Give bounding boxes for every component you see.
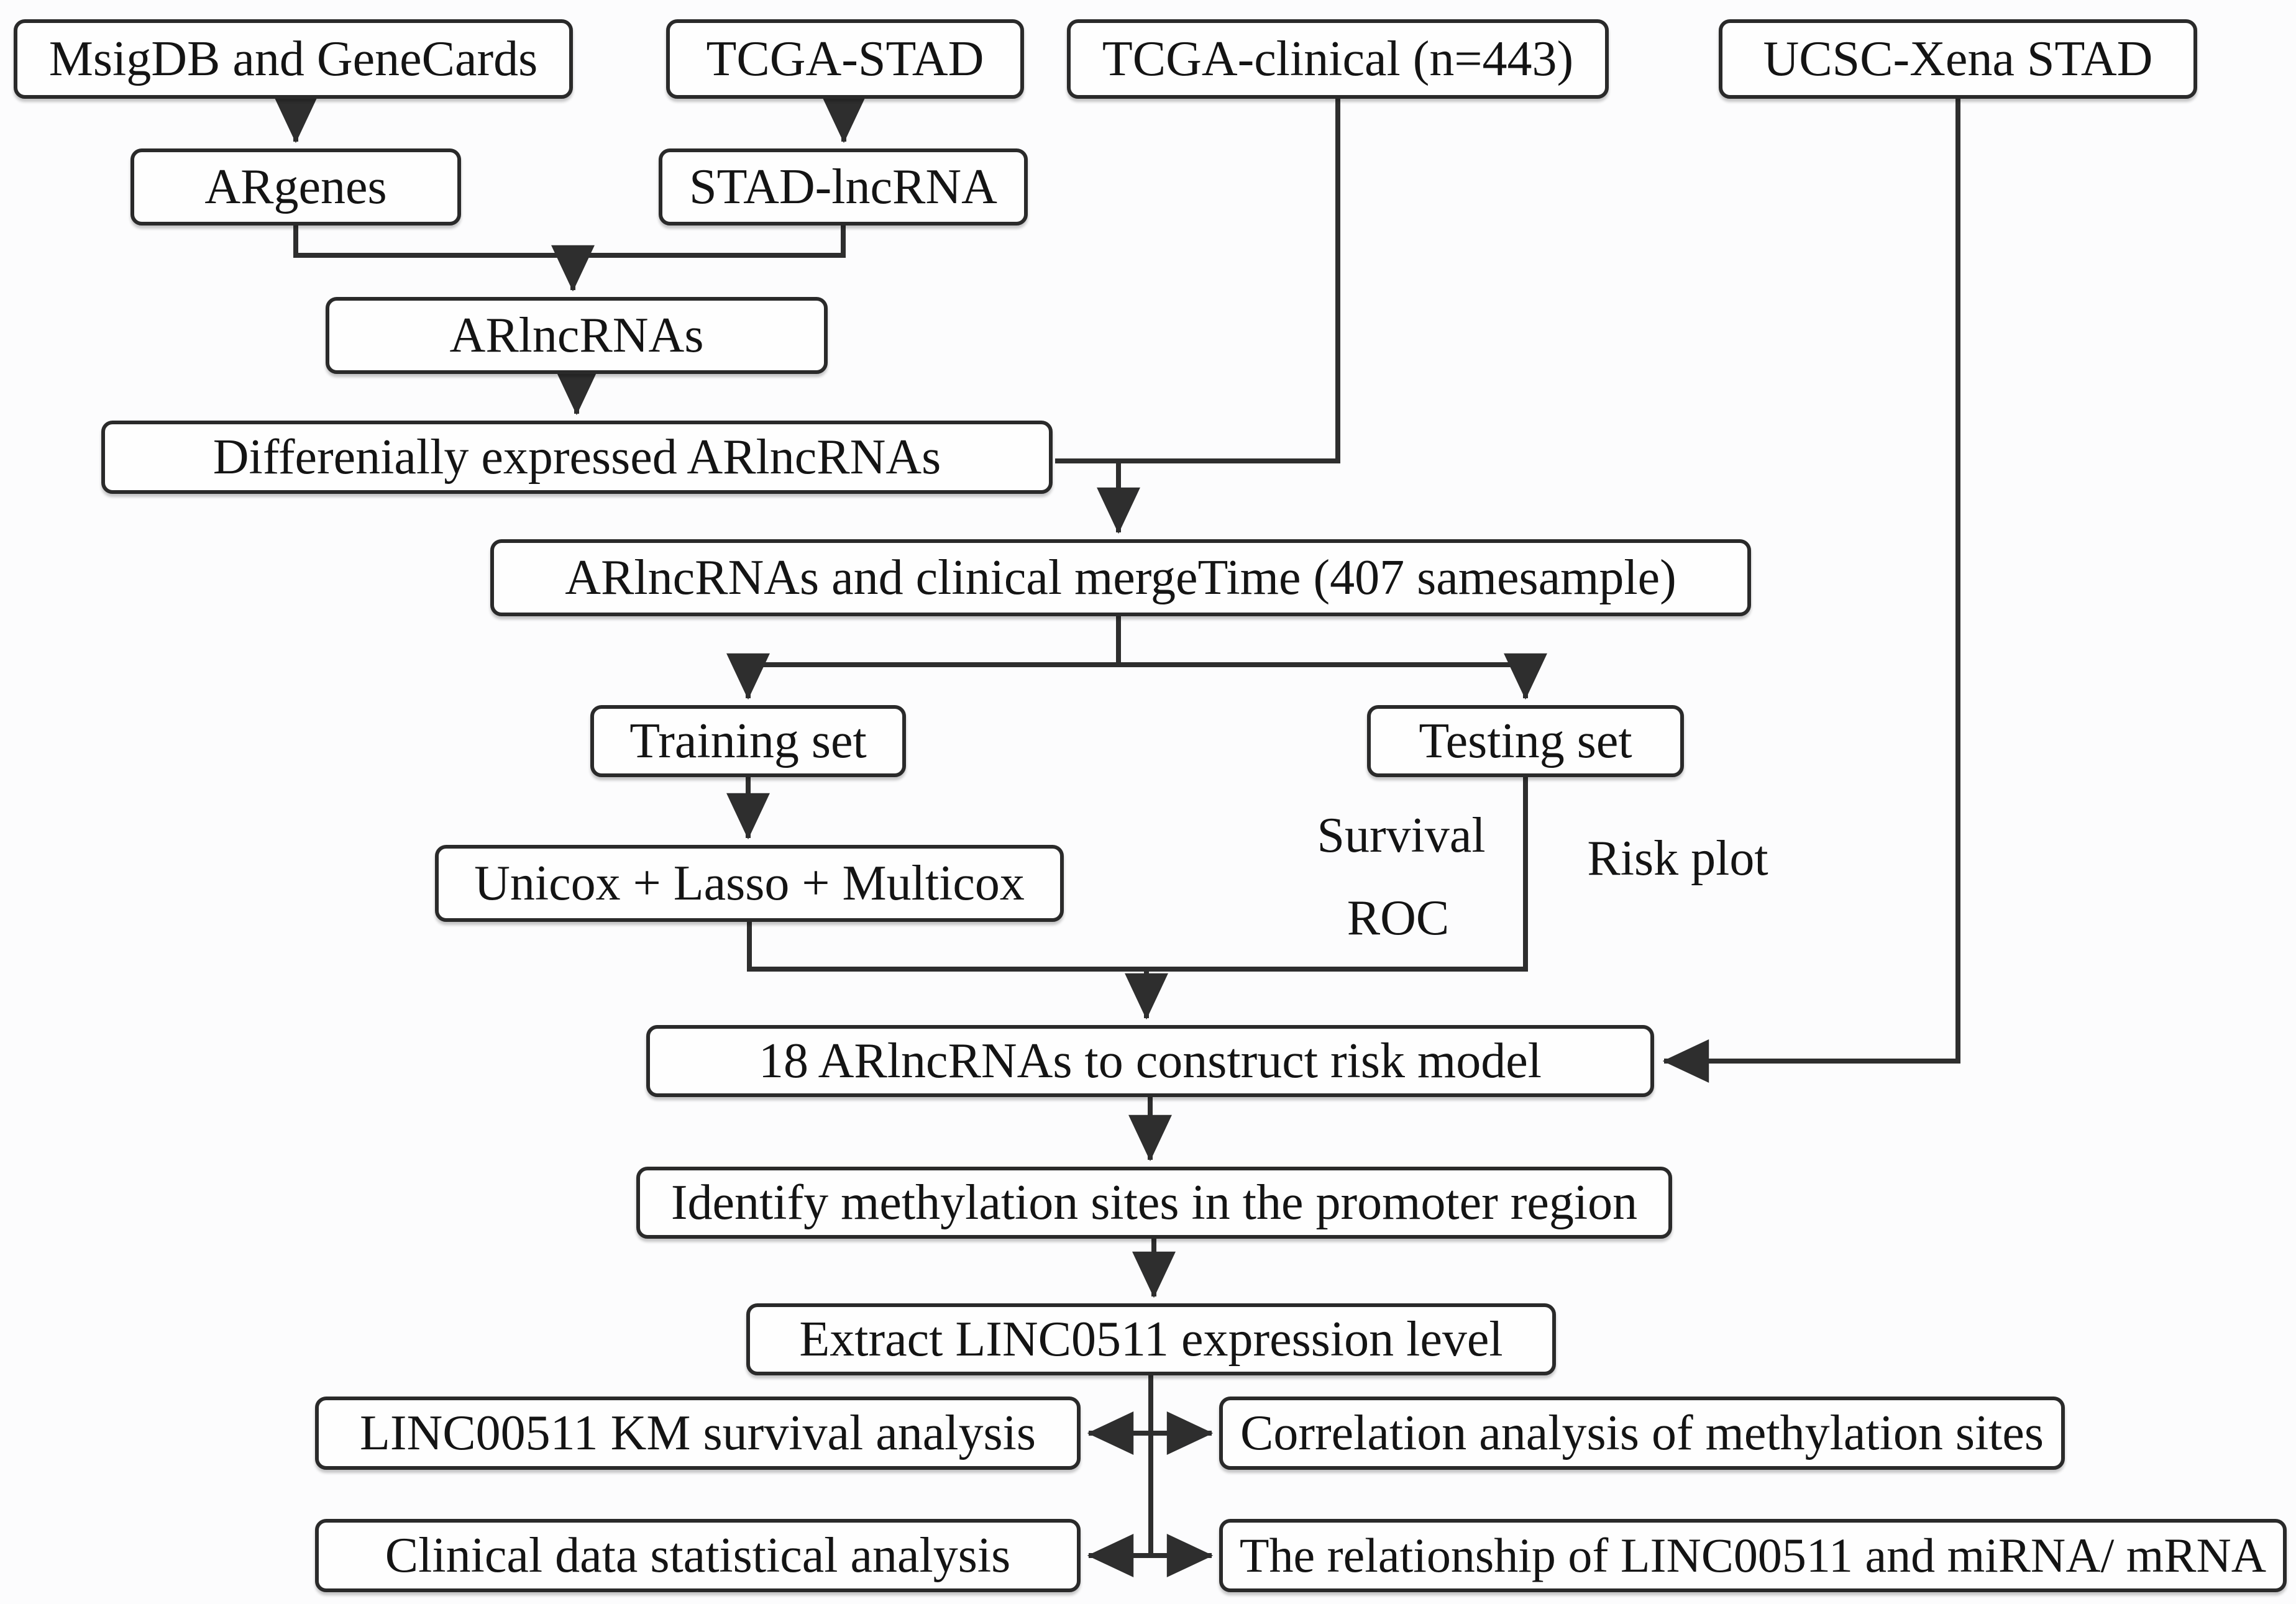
node-label: 18 ARlncRNAs to construct risk model (759, 1033, 1542, 1088)
node-label: ARlncRNAs and clinical mergeTime (407 sa… (565, 550, 1676, 605)
node-label: Extract LINC0511 expression level (799, 1311, 1503, 1367)
node-label: Unicox + Lasso + Multicox (474, 855, 1025, 911)
edge-label-roc: ROC (1336, 887, 1460, 949)
node-msigdb: MsigDB and GeneCards (14, 19, 573, 99)
edge-join-bar (747, 777, 1528, 972)
edge-label-risk-plot: Risk plot (1572, 827, 1783, 890)
node-label: The relationship of LINC00511 and miRNA/… (1239, 1528, 2267, 1582)
node-risk-model: 18 ARlncRNAs to construct risk model (646, 1025, 1654, 1097)
node-identify-methylation: Identify methylation sites in the promot… (636, 1167, 1672, 1239)
node-label: MsigDB and GeneCards (48, 31, 538, 86)
edge-label-survival: Survival (1311, 804, 1491, 867)
node-label: STAD-lncRNA (689, 159, 997, 214)
node-tcga-stad: TCGA-STAD (666, 19, 1024, 99)
node-label: ARgenes (204, 159, 387, 214)
node-label: ARlncRNAs (449, 308, 704, 363)
node-label: Identify methylation sites in the promot… (670, 1175, 1638, 1230)
edge-merge-bar (293, 226, 846, 258)
node-label: TCGA-clinical (n=443) (1102, 31, 1574, 86)
edge-ucsc-riskmodel (1662, 98, 1960, 1083)
node-label: LINC00511 KM survival analysis (359, 1405, 1036, 1460)
node-merge-time: ARlncRNAs and clinical mergeTime (407 sa… (490, 539, 1751, 616)
node-diff-expressed: Differenially expressed ARlncRNAs (101, 421, 1053, 494)
node-argenes: ARgenes (130, 148, 461, 226)
edge-label-text: Survival (1317, 808, 1486, 863)
node-km-survival: LINC00511 KM survival analysis (315, 1397, 1081, 1470)
node-label: Correlation analysis of methylation site… (1240, 1405, 2044, 1460)
node-extract-linc0511: Extract LINC0511 expression level (746, 1303, 1556, 1375)
node-testing-set: Testing set (1367, 705, 1684, 777)
node-training-set: Training set (590, 705, 906, 777)
node-relationship-mirna: The relationship of LINC00511 and miRNA/… (1219, 1519, 2287, 1592)
node-label: Differenially expressed ARlncRNAs (213, 429, 941, 485)
edge-clinical-elbow (1055, 98, 1340, 463)
edge-split-bar (748, 616, 1525, 667)
node-clinical-statistical: Clinical data statistical analysis (315, 1519, 1081, 1592)
node-label: TCGA-STAD (706, 31, 984, 86)
node-tcga-clinical: TCGA-clinical (n=443) (1067, 19, 1609, 99)
edge-label-text: Risk plot (1587, 831, 1768, 886)
edge-label-text: ROC (1347, 890, 1450, 946)
node-arlncrnas: ARlncRNAs (326, 297, 828, 374)
node-label: Testing set (1419, 713, 1632, 768)
node-stad-lncrna: STAD-lncRNA (659, 148, 1028, 226)
node-label: Training set (629, 713, 867, 768)
node-ucsc-xena: UCSC-Xena STAD (1719, 19, 2197, 99)
node-label: Clinical data statistical analysis (385, 1528, 1011, 1583)
node-unicox-lasso-multicox: Unicox + Lasso + Multicox (435, 845, 1064, 922)
node-label: UCSC-Xena STAD (1763, 31, 2153, 86)
node-correlation-methylation: Correlation analysis of methylation site… (1219, 1397, 2065, 1470)
